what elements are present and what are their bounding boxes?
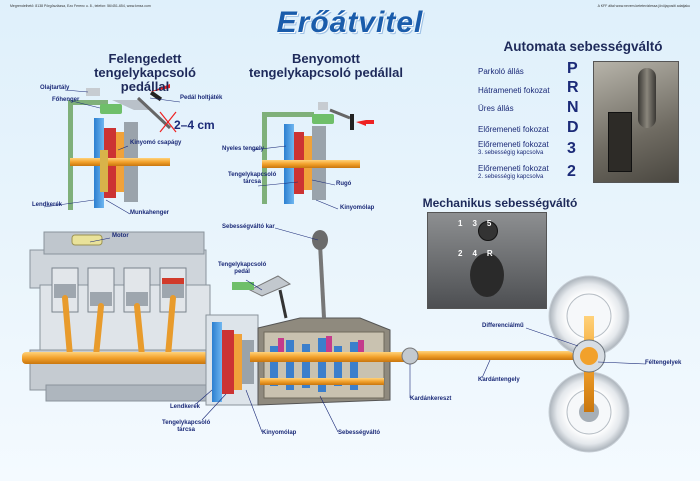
- shift-knob: [478, 221, 498, 241]
- gear-row-d: Előremeneti fokozat: [478, 125, 549, 134]
- shift-pattern-bottom: 24R: [458, 249, 503, 258]
- gear-letter-d: D: [567, 119, 579, 136]
- label-master-cylinder: Főhenger: [52, 97, 80, 103]
- header-right-text: A KFF által www.nevem.ketetevizlessa jöv…: [597, 4, 690, 8]
- gear-row-label: Hátrameneti fokozat: [478, 86, 550, 95]
- label-clutch-disc-top: Tengelykapcsoló tárcsa: [228, 172, 277, 185]
- gear-letter-r: R: [567, 79, 579, 96]
- gear-2: 2: [458, 249, 473, 258]
- gear-row-label: Üres állás: [478, 104, 514, 113]
- gear-letter-n: N: [567, 99, 579, 116]
- gear-4: 4: [472, 249, 487, 258]
- gear-row-label: Parkoló állás: [478, 67, 524, 76]
- label-clutch-disc-bottom: Tengelykapcsoló tárcsa: [162, 420, 211, 433]
- shift-pattern-top: 135: [458, 219, 501, 228]
- heading-disengaged: Felengedett tengelykapcsoló pedállal: [94, 51, 196, 94]
- heading-engaged: Benyomott tengelykapcsoló pedállal: [249, 51, 403, 80]
- clutch-pedal: [232, 275, 292, 319]
- label-flywheel-bottom: Lendkerék: [170, 404, 201, 410]
- label-oil-reservoir: Olajtartály: [40, 85, 70, 91]
- label-spring: Rugó: [336, 181, 352, 187]
- label-half-shafts: Féltengelyek: [645, 360, 682, 366]
- heading-manual: Mechanikus sebességváltó: [422, 196, 578, 210]
- shift-boot: [470, 253, 504, 297]
- label-drive-shaft: Kardántengely: [478, 377, 520, 383]
- rear-axle: [548, 275, 630, 453]
- clutch-diagram-released: [68, 84, 177, 210]
- gear-row-r: Hátrameneti fokozat: [478, 86, 550, 95]
- label-differential: Differenciálmű: [482, 323, 524, 329]
- label-universal-joint: Kardánkereszt: [410, 396, 452, 402]
- gear-row-label: Előremeneti fokozat: [478, 125, 549, 134]
- label-slave-cylinder: Munkahenger: [130, 210, 170, 216]
- heading-automatic: Automata sebességváltó: [503, 39, 663, 54]
- label-engine: Motor: [112, 233, 129, 239]
- gear-5: 5: [486, 219, 502, 228]
- pedal-play-dimension: 2–4 cm: [174, 118, 215, 132]
- leader-lines: [43, 89, 647, 433]
- drive-shaft: [401, 347, 578, 365]
- gear-letter-p: P: [567, 60, 578, 77]
- gear-letter-2: 2: [567, 163, 576, 180]
- gear-row-p: Parkoló állás: [478, 67, 524, 76]
- gear-row-sub: 3. sebességig kapcsolva: [478, 150, 544, 156]
- shift-knob: [638, 68, 656, 128]
- header-contact-text: Megrendelhető: 8138 Pörgöszlázsa, Ezo Fe…: [10, 4, 151, 8]
- gear-row-sub: 2. sebességig kapcsolva: [478, 174, 544, 180]
- label-pressure-plate-top: Kinyomólap: [340, 205, 375, 211]
- label-input-shaft: Nyeles tengely: [222, 146, 265, 152]
- label-pedal-free-play: Pedál holtjáték: [180, 95, 223, 101]
- page-title: Erőátvitel: [276, 6, 424, 39]
- manual-shifter-photo: 135 24R: [427, 212, 547, 309]
- label-flywheel-top: Lendkerék: [32, 202, 63, 208]
- gear-3: 3: [472, 219, 487, 228]
- gear-1: 1: [458, 219, 473, 228]
- label-release-bearing: Kinyomó csapágy: [130, 140, 182, 146]
- gearbox: [250, 317, 410, 406]
- label-clutch-pedal: Tengelykapcsoló pedál: [218, 262, 267, 275]
- automatic-shifter-photo: [593, 61, 679, 183]
- clutch-assembly: [205, 314, 259, 406]
- gear-r: R: [486, 249, 503, 258]
- label-gear-lever: Sebességváltó kar: [222, 224, 275, 230]
- gear-lever: [312, 230, 328, 319]
- label-pressure-plate-bottom: Kinyomólap: [262, 430, 297, 436]
- gear-row-label: Előremeneti fokozat: [478, 164, 549, 173]
- label-gearbox: Sebességváltó: [338, 430, 381, 436]
- engine: [22, 231, 222, 402]
- gear-row-label: Előremeneti fokozat: [478, 140, 549, 149]
- gear-row-n: Üres állás: [478, 104, 514, 113]
- clutch-diagram-pressed: [262, 102, 374, 204]
- gear-letter-3: 3: [567, 140, 576, 157]
- shift-gate: [608, 112, 632, 172]
